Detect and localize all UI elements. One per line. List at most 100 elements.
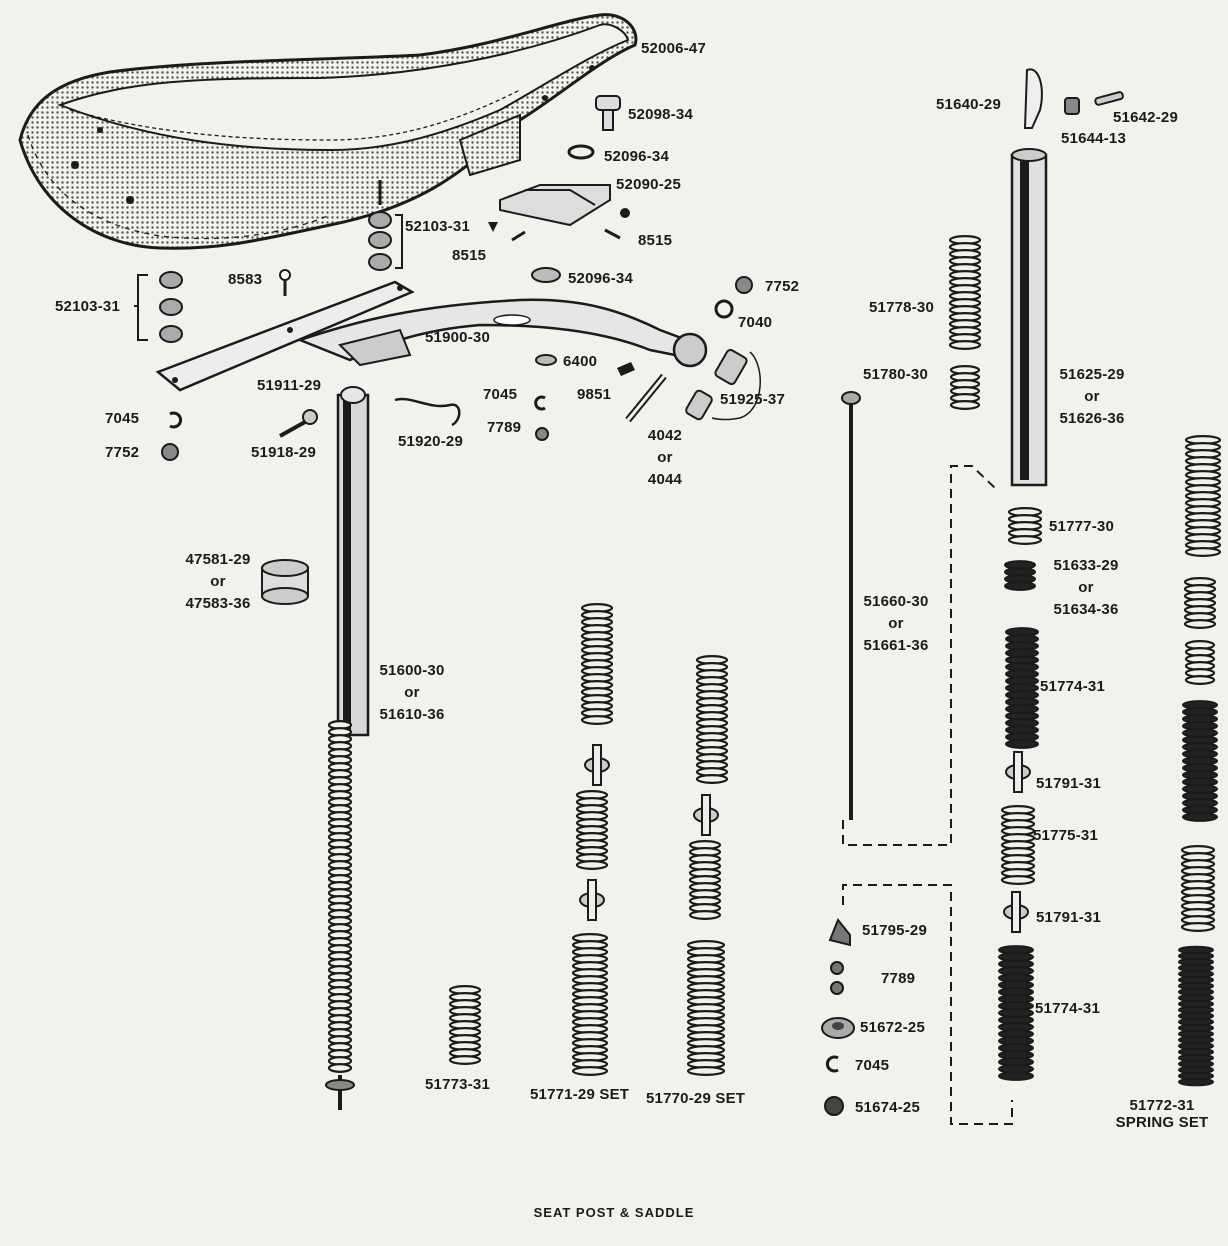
- spring-clip-51920-29: [394, 397, 461, 427]
- label-51626-36: 51626-36: [1059, 410, 1125, 427]
- label-51674-25: 51674-25: [855, 1099, 920, 1116]
- label-8583: 8583: [228, 271, 263, 288]
- label-51633-29: 51633-29: [1053, 557, 1119, 574]
- label-or: or: [210, 573, 226, 590]
- label-6400: 6400: [563, 353, 598, 370]
- spring-51633-29: [1004, 560, 1036, 591]
- label-47581-29: 47581-29: [185, 551, 251, 568]
- label-51661-36: 51661-36: [863, 637, 929, 654]
- washer-52096-34b: [531, 267, 561, 283]
- arm-51900-30: [296, 298, 708, 368]
- label-51773-31: 51773-31: [425, 1076, 490, 1093]
- stud-51771-29-b: [579, 879, 605, 921]
- label-spring-set: SPRING SET: [1115, 1114, 1209, 1131]
- bolt-8583: [279, 269, 291, 296]
- label-51644-13: 51644-13: [1061, 130, 1126, 147]
- spring-51780-30: [949, 365, 981, 410]
- seat-post-51600-30: [336, 386, 370, 737]
- label-51920-29: 51920-29: [398, 433, 463, 450]
- nut-7789b-2: [830, 981, 844, 995]
- nut-7752a: [735, 276, 753, 294]
- stud-51791-31-b: [1003, 891, 1029, 933]
- label-51772-31: 51772-31: [1129, 1097, 1195, 1114]
- cap-51795-29: [828, 918, 851, 947]
- bolt-4042: [625, 373, 667, 423]
- washer-7040: [714, 299, 734, 319]
- label-51774-31: 51774-31: [1040, 678, 1105, 695]
- label-4044: 4044: [647, 471, 683, 488]
- stud-51771-29-a: [584, 744, 610, 786]
- spring-51777-30: [1007, 507, 1043, 545]
- spring-51771-29-b: [575, 790, 609, 870]
- spring-51778-30: [948, 235, 982, 350]
- spring-51774-31-a: [1005, 627, 1039, 749]
- label-52098-34: 52098-34: [628, 106, 693, 123]
- washer-6400: [535, 354, 557, 366]
- label-8515: 8515: [638, 232, 673, 249]
- bumpers-52103-31a: [368, 211, 403, 271]
- label-9851: 9851: [577, 386, 612, 403]
- nut-7752b: [161, 443, 179, 461]
- label-52103-31: 52103-31: [405, 218, 470, 235]
- label-51780-30: 51780-30: [863, 366, 928, 383]
- label-52103-31: 52103-31: [55, 298, 120, 315]
- post-spring: [327, 720, 353, 1073]
- label-51778-30: 51778-30: [869, 299, 934, 316]
- label-7045: 7045: [105, 410, 140, 427]
- label-7040: 7040: [738, 314, 773, 331]
- screw-9851: [617, 362, 635, 376]
- label-51625-29: 51625-29: [1059, 366, 1125, 383]
- clip-7045a: [534, 395, 546, 411]
- spring-51770-29-b: [688, 840, 722, 920]
- spring-51771-29-c: [571, 933, 609, 1076]
- label-4042: 4042: [647, 427, 683, 444]
- spring-51775-31: [1000, 805, 1036, 885]
- spring-51772-31-c: [1184, 640, 1216, 685]
- label-51672-25: 51672-25: [860, 1019, 925, 1036]
- link-51640-29: [1023, 68, 1043, 129]
- label-51900-30: 51900-30: [425, 329, 490, 346]
- label-7752: 7752: [105, 444, 140, 461]
- label-51634-36: 51634-36: [1053, 601, 1119, 618]
- bushing-51644-13: [1064, 97, 1080, 115]
- label-51791-31: 51791-31: [1036, 909, 1101, 926]
- washer-51672-25: [821, 1017, 855, 1039]
- label-47583-36: 47583-36: [185, 595, 251, 612]
- clip-7045b: [169, 411, 183, 429]
- bushings-51925-37: [685, 348, 761, 421]
- screws-8515: [488, 208, 630, 242]
- bolt-52098-34: [595, 95, 621, 131]
- spring-51772-31-a: [1184, 435, 1222, 557]
- label-7752: 7752: [765, 278, 800, 295]
- label-8515: 8515: [452, 247, 487, 264]
- seat-post-coil: [327, 720, 353, 1073]
- nut-7789a: [535, 427, 549, 441]
- label-51610-36: 51610-36: [379, 706, 445, 723]
- label-51791-31: 51791-31: [1036, 775, 1101, 792]
- label-51795-29: 51795-29: [862, 922, 927, 939]
- spring-51772-31-d: [1182, 700, 1218, 822]
- label-or: or: [1078, 579, 1094, 596]
- label-51771-29-set: 51771-29 SET: [530, 1086, 630, 1103]
- spring-51773-31: [448, 985, 482, 1065]
- label-52096-34: 52096-34: [604, 148, 669, 165]
- label-or: or: [404, 684, 420, 701]
- label-7045: 7045: [855, 1057, 890, 1074]
- saddle-52006-47: [18, 13, 638, 250]
- spring-sets: [448, 235, 1222, 1087]
- label-51911-29: 51911-29: [257, 377, 322, 394]
- rod-51660-30: [841, 391, 861, 820]
- dashed-guide: [842, 465, 1013, 1125]
- bolt-51918-29: [279, 409, 318, 438]
- label-or: or: [1084, 388, 1100, 405]
- pin-51642-29: [1094, 91, 1124, 106]
- label-51642-29: 51642-29: [1113, 109, 1178, 126]
- spring-51771-29-a: [580, 603, 614, 725]
- label-52096-34: 52096-34: [568, 270, 633, 287]
- spring-51772-31-e: [1180, 845, 1216, 932]
- label-51918-29: 51918-29: [251, 444, 316, 461]
- strap-51911-29: [155, 280, 415, 392]
- spring-51774-31-b: [998, 945, 1034, 1081]
- label-or: or: [657, 449, 673, 466]
